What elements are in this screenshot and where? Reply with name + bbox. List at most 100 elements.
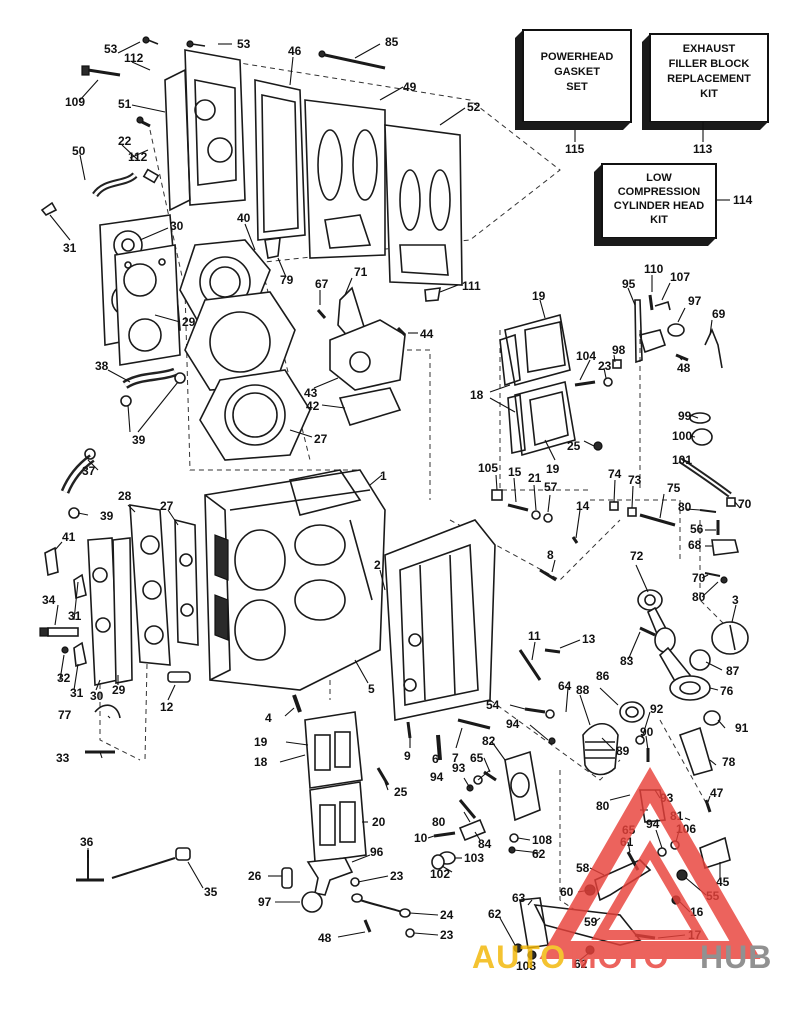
label-82: 82 — [482, 734, 496, 748]
label-48b: 48 — [318, 931, 332, 945]
label-64: 64 — [558, 679, 572, 693]
exhaust-cover-49 — [304, 99, 386, 259]
label-87: 87 — [726, 664, 740, 678]
label-30a: 30 — [170, 219, 184, 233]
clamp-39c — [84, 448, 96, 460]
label-42: 42 — [306, 399, 320, 413]
label-62b: 62 — [488, 907, 502, 921]
bolt-75 — [639, 513, 676, 527]
washer-21 — [531, 510, 541, 520]
kit-cylinder-line-3: CYLINDER HEAD — [614, 200, 705, 212]
label-80b: 80 — [692, 590, 706, 604]
label-11: 11 — [528, 629, 541, 643]
label-70a: 70 — [738, 497, 752, 511]
label-46: 46 — [288, 44, 302, 58]
label-53b: 53 — [237, 37, 251, 51]
label-27a: 27 — [314, 432, 328, 446]
screw-70b — [704, 572, 721, 577]
label-80a: 80 — [678, 500, 692, 514]
clip-77 — [94, 704, 121, 719]
label-14: 14 — [576, 499, 590, 513]
fitting-111 — [424, 287, 441, 302]
label-112a: 112 — [124, 51, 144, 65]
label-74: 74 — [608, 467, 622, 481]
watermark-text-hub: HUB — [700, 939, 772, 975]
bolt-83 — [639, 626, 656, 637]
label-19a: 19 — [532, 289, 546, 303]
lever-95 — [634, 299, 667, 364]
label-105: 105 — [478, 461, 498, 475]
screw-80c — [458, 799, 477, 819]
label-10: 10 — [414, 831, 428, 845]
bearing-91 — [703, 710, 721, 726]
label-48a: 48 — [677, 361, 691, 375]
label-6: 6 — [432, 752, 439, 766]
kit-powerhead-line-1: POWERHEAD — [541, 51, 614, 63]
nut-98 — [612, 359, 622, 369]
label-5: 5 — [368, 682, 375, 696]
bracket-96 — [306, 857, 354, 896]
label-13: 13 — [582, 632, 596, 646]
label-44: 44 — [420, 327, 434, 341]
label-20: 20 — [372, 815, 386, 829]
kit-exhaust-number: 113 — [693, 142, 713, 156]
fitting-79 — [264, 237, 281, 259]
nut-105 — [491, 489, 503, 501]
label-23c: 23 — [440, 928, 454, 942]
label-31b: 31 — [68, 609, 82, 623]
bushing-84 — [458, 818, 487, 842]
spring-69 — [704, 327, 723, 369]
label-70b: 70 — [692, 571, 706, 585]
label-43: 43 — [304, 386, 318, 400]
label-100: 100 — [672, 429, 692, 443]
label-29b: 29 — [112, 683, 126, 697]
label-63: 63 — [512, 891, 526, 905]
washer-93a — [473, 775, 483, 785]
label-41: 41 — [62, 530, 76, 544]
clip-92 — [635, 735, 645, 745]
screw-25 — [593, 441, 603, 451]
label-2: 2 — [374, 558, 381, 572]
label-97b: 97 — [258, 895, 272, 909]
screw-80b — [720, 576, 728, 584]
label-95: 95 — [622, 277, 636, 291]
label-93a: 93 — [452, 761, 466, 775]
label-51: 51 — [118, 97, 132, 111]
clamp-39b — [120, 395, 132, 407]
stud-4 — [292, 694, 302, 713]
label-62c: 62 — [574, 957, 588, 971]
label-102: 102 — [430, 867, 450, 881]
label-30b: 30 — [90, 689, 104, 703]
label-68: 68 — [688, 538, 702, 552]
label-67: 67 — [315, 277, 329, 291]
label-59: 59 — [584, 915, 598, 929]
label-110: 110 — [644, 262, 664, 276]
kit-box-cylinder-head: LOW COMPRESSION CYLINDER HEAD KIT — [594, 163, 717, 246]
link-rod-101 — [678, 457, 732, 498]
label-34: 34 — [42, 593, 56, 607]
screw-25b — [376, 767, 390, 786]
temp-switch-34 — [39, 627, 79, 637]
gasket-46 — [254, 78, 306, 241]
washer-54 — [545, 709, 555, 719]
screw-47 — [704, 799, 712, 813]
label-98: 98 — [612, 343, 626, 357]
bolts-top — [81, 36, 386, 128]
label-3: 3 — [732, 593, 739, 607]
bearing-3 — [711, 621, 749, 655]
screw-10 — [433, 831, 456, 838]
label-7: 7 — [452, 751, 459, 765]
fitting-22 — [142, 168, 160, 184]
label-94b: 94 — [430, 770, 444, 784]
stud-6 — [436, 734, 442, 761]
label-26: 26 — [248, 869, 262, 883]
label-108a: 108 — [532, 833, 552, 847]
pin-14 — [571, 536, 579, 544]
label-36: 36 — [80, 835, 94, 849]
label-72: 72 — [630, 549, 644, 563]
label-19b: 19 — [546, 462, 560, 476]
label-25a: 25 — [567, 439, 581, 453]
kit-cylinder-number: 114 — [733, 193, 753, 207]
kit-box-powerhead: POWERHEAD GASKET SET — [515, 29, 632, 130]
kit-cylinder-line-1: LOW — [646, 172, 672, 184]
